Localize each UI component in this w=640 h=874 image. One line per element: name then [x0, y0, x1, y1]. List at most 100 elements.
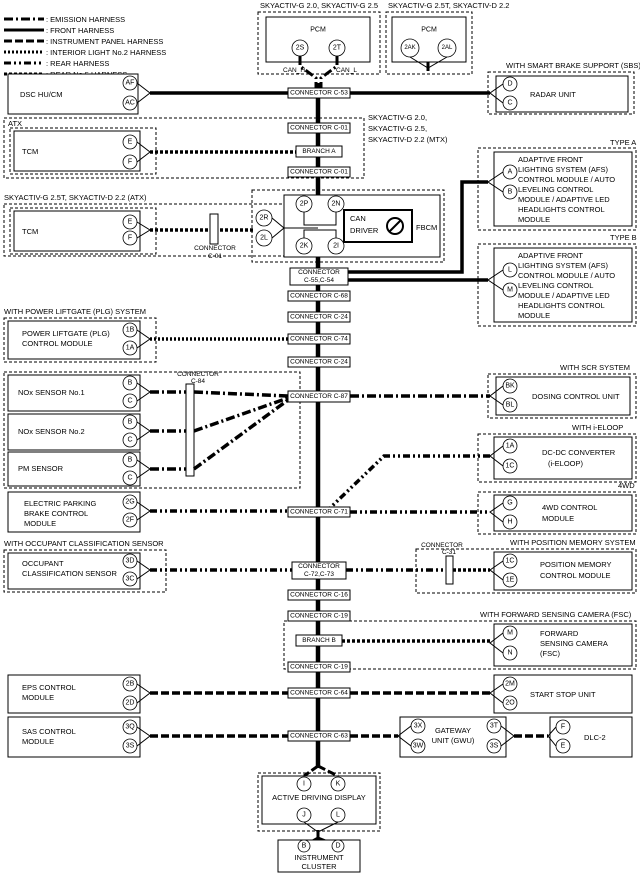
dcdc-pin-a: 1A — [506, 443, 515, 450]
eps-pin-a: 2B — [126, 681, 135, 688]
radar-pin-b: C — [507, 100, 512, 107]
fbcm-pin-2n: 2N — [332, 201, 341, 208]
pos-conn-label2: C-31 — [442, 549, 456, 556]
connector-c19b-label: CONNECTOR C-19 — [290, 664, 348, 671]
tcm2-connector-c01 — [209, 213, 219, 245]
dcdc-line-1: DC-DC CONVERTER — [542, 448, 616, 457]
afs-b-pin-a: L — [508, 267, 512, 274]
fourwd-title: 4WD — [618, 481, 635, 490]
tcm1-pin-a: E — [128, 139, 133, 146]
pos-title: WITH POSITION MEMORY SYSTEM — [510, 538, 636, 547]
c84-label2: C-84 — [191, 378, 205, 385]
connector-c53-label: CONNECTOR C-53 — [290, 90, 348, 97]
pos-connector-c31 — [445, 555, 454, 585]
afs-a-pin-b: B — [508, 189, 513, 196]
connector-c24a-label: CONNECTOR C-24 — [290, 314, 348, 321]
pcm1-pin-a: 2S — [296, 45, 305, 52]
ic-pin-a: B — [302, 843, 307, 850]
add-pin-c: J — [302, 812, 306, 819]
dosing-title: WITH SCR SYSTEM — [560, 363, 630, 372]
pos-line-1: POSITION MEMORY — [540, 560, 612, 569]
tcm1-title: ATX — [8, 119, 22, 128]
legend-emission: : EMISSION HARNESS — [46, 15, 125, 24]
legend-rear: : REAR HARNESS — [46, 59, 109, 68]
dosing-pin-b: BL — [506, 402, 515, 409]
connector-c68-label: CONNECTOR C-68 — [290, 293, 348, 300]
occ-pin-a: 3D — [126, 558, 135, 565]
branch-b-label: BRANCH B — [302, 637, 336, 644]
connector-c84 — [185, 383, 195, 477]
radar-title: WITH SMART BRAKE SUPPORT (SBS) — [506, 61, 640, 70]
eps-line-1: EPS CONTROL — [22, 683, 76, 692]
connector-c74-label: CONNECTOR C-74 — [290, 336, 348, 343]
pcm1-title: SKYACTIV-G 2.0, SKYACTIV-G 2.5 — [260, 1, 378, 10]
fbcm-can-driver-2: DRIVER — [350, 226, 379, 235]
afs-a-line-3: CONTROL MODULE / AUTO — [518, 175, 615, 184]
add-box — [261, 775, 377, 825]
dlc-label: DLC-2 — [584, 733, 606, 742]
add-pin-b: K — [336, 781, 341, 788]
fbcm-label: FBCM — [416, 223, 437, 232]
tcm2-group: SKYACTIV-G 2.5T, SKYACTIV-D 2.2 (ATX) TC… — [3, 193, 285, 260]
connector-c01b-label: CONNECTOR C-01 — [290, 169, 348, 176]
branch-a — [295, 145, 343, 158]
pcm2-group: SKYACTIV-G 2.5T, SKYACTIV-D 2.2 PCM 2AK … — [385, 1, 509, 75]
gwu-group: GATEWAY UNIT (GWU) 3X 3W 3T 3S — [350, 716, 548, 758]
legend: : EMISSION HARNESS : FRONT HARNESS : INS… — [4, 15, 166, 79]
dlc-group: DLC-2 F E — [547, 716, 633, 758]
fourwd-group: 4WD 4WD CONTROL MODULE G H — [350, 481, 637, 535]
fbcm-pin-2i: 2I — [333, 243, 339, 250]
fourwd-pin-a: G — [507, 500, 512, 507]
fourwd-line-2: MODULE — [542, 514, 574, 523]
afs-b-title: TYPE B — [610, 233, 637, 242]
sas-line-1: SAS CONTROL — [22, 727, 76, 736]
afs-b-line-1: ADAPTIVE FRONT — [518, 251, 583, 260]
dosing-label: DOSING CONTROL UNIT — [532, 392, 620, 401]
tcm1-pin-b: F — [128, 159, 132, 166]
connector-c19b — [287, 661, 351, 673]
pm-pin-b: C — [127, 475, 132, 482]
occ-line-1: OCCUPANT — [22, 559, 64, 568]
tcm1-box — [13, 130, 141, 172]
eps-group: EPS CONTROL MODULE 2B 2D — [7, 674, 288, 714]
dcdc-line-2: (i-ELOOP) — [548, 459, 584, 468]
legend-instrument: : INSTRUMENT PANEL HARNESS — [46, 37, 163, 46]
fbcm-can-driver-1: CAN — [350, 214, 366, 223]
afs-b-box — [493, 247, 633, 323]
branch-b — [295, 634, 343, 647]
epb-pin-a: 2G — [125, 499, 134, 506]
tcm2-conn-label2: C-01 — [208, 253, 222, 260]
pos-pin-a: 1C — [506, 558, 515, 565]
pos-group: WITH POSITION MEMORY SYSTEM POSITION MEM… — [346, 538, 637, 594]
fsc-title: WITH FORWARD SENSING CAMERA (FSC) — [480, 610, 632, 619]
afs-a-box — [493, 151, 633, 227]
tcm1-label: TCM — [22, 147, 38, 156]
pm-pin-a: B — [128, 457, 133, 464]
ic-line-2: CLUSTER — [301, 862, 337, 871]
dosing-box — [495, 376, 631, 416]
gwu-pin-d: 3S — [490, 743, 499, 750]
radar-pin-a: D — [507, 81, 512, 88]
pcm1-group: SKYACTIV-G 2.0, SKYACTIV-G 2.5 PCM 2S 2T… — [257, 1, 381, 88]
afs-b-line-2: LIGHTING SYSTEM (AFS) — [518, 261, 609, 270]
gwu-pin-b: 3W — [413, 743, 424, 750]
radar-group: WITH SMART BRAKE SUPPORT (SBS) RADAR UNI… — [348, 61, 640, 115]
fsc-line-2: SENSING CAMERA — [540, 639, 608, 648]
atx-note-line1: SKYACTIV-G 2.0, — [368, 113, 427, 122]
pos-box — [493, 551, 633, 591]
dosing-pin-a: BK — [505, 383, 515, 390]
fbcm-pin-2l: 2L — [260, 235, 268, 242]
dsc-label: DSC HU/CM — [20, 90, 63, 99]
afs-a-line-5: MODULE / ADAPTIVE LED — [518, 195, 610, 204]
radar-box — [495, 75, 629, 113]
legend-interior: : INTERIOR LIGHT No.2 HARNESS — [46, 48, 166, 57]
ic-pin-b: D — [335, 843, 340, 850]
afs-b-pin-b: M — [507, 287, 513, 294]
epb-line-3: MODULE — [24, 519, 56, 528]
occ-group: WITH OCCUPANT CLASSIFICATION SENSOR OCCU… — [3, 539, 292, 593]
ssu-box — [493, 674, 633, 714]
add-group: ACTIVE DRIVING DISPLAY I K J L — [257, 760, 381, 848]
pos-pin-b: 1E — [506, 577, 515, 584]
atx-note-line3: SKYACTIV-D 2.2 (MTX) — [368, 135, 448, 144]
